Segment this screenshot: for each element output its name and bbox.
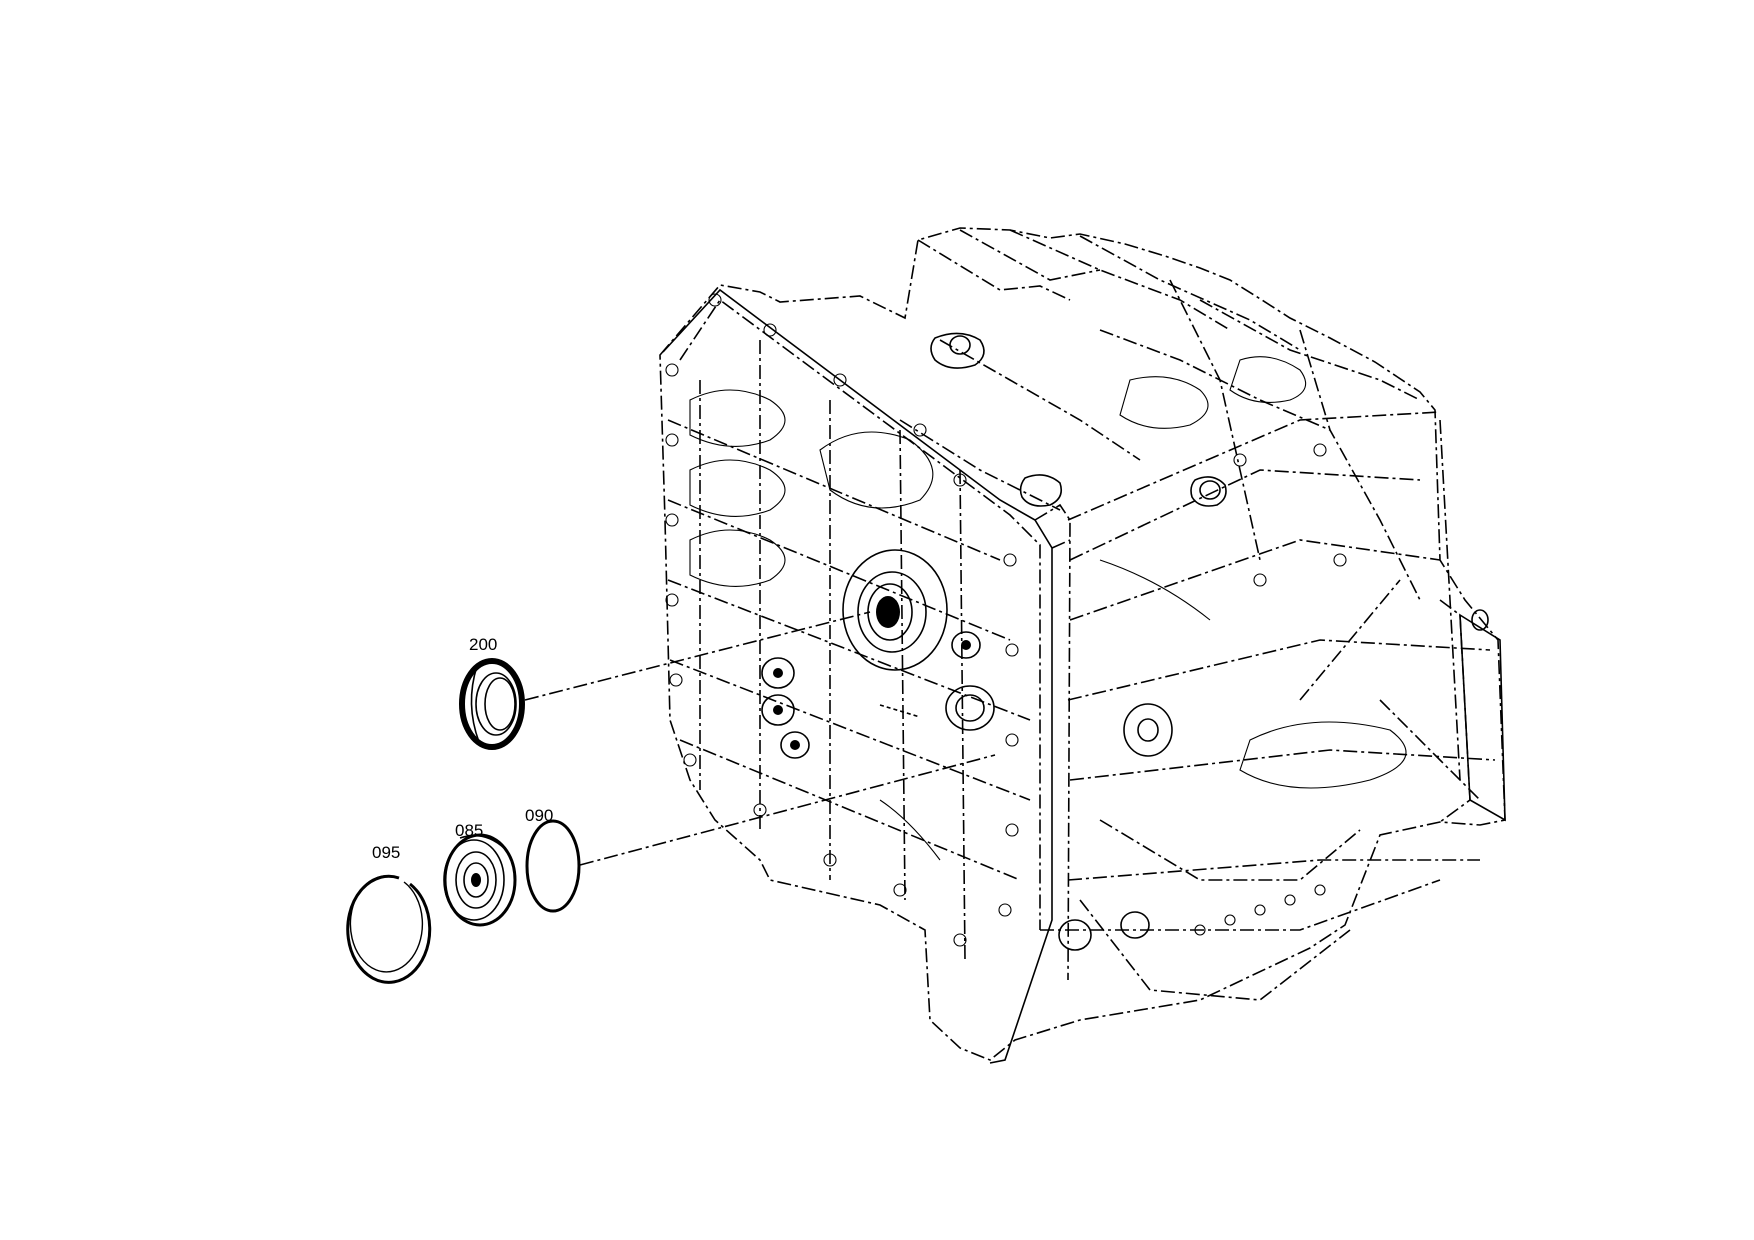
callout-095: 095	[372, 843, 400, 862]
callout-085: 085	[455, 821, 483, 840]
main-bore	[842, 549, 948, 671]
part-095-snap-ring	[346, 874, 432, 984]
secondary-bores	[761, 335, 1489, 951]
bolt-holes	[665, 293, 1347, 947]
part-200-shaft-seal	[459, 658, 525, 750]
callout-200: 200	[469, 635, 497, 654]
callout-labels: 200 095 085 090	[372, 635, 553, 862]
part-085-cover	[443, 833, 517, 927]
callout-090: 090	[525, 806, 553, 825]
assembly-leader-lines	[524, 611, 996, 866]
transmission-housing	[659, 227, 1506, 1064]
part-090-o-ring	[525, 819, 581, 913]
